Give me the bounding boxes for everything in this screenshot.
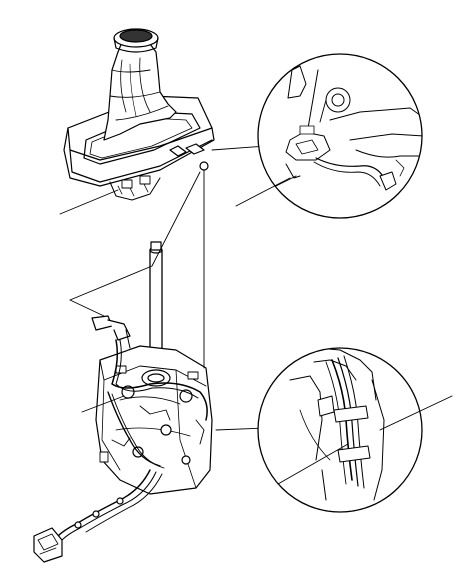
callout-pointer-lower-right — [379, 395, 453, 431]
callout-pointer-upper — [235, 177, 291, 207]
shift-boot-assembly — [63, 28, 215, 201]
detail-callout-lower — [257, 347, 453, 513]
callout-pointer-lower-left — [277, 443, 349, 485]
callout-link-1 — [211, 145, 267, 151]
leader-line-2 — [69, 171, 201, 301]
leader-line-3 — [69, 299, 105, 317]
leader-line-1 — [59, 189, 119, 215]
shifter-base-assembly — [33, 241, 213, 563]
leader-line-4 — [81, 395, 125, 413]
detail-callout-upper — [235, 53, 423, 219]
